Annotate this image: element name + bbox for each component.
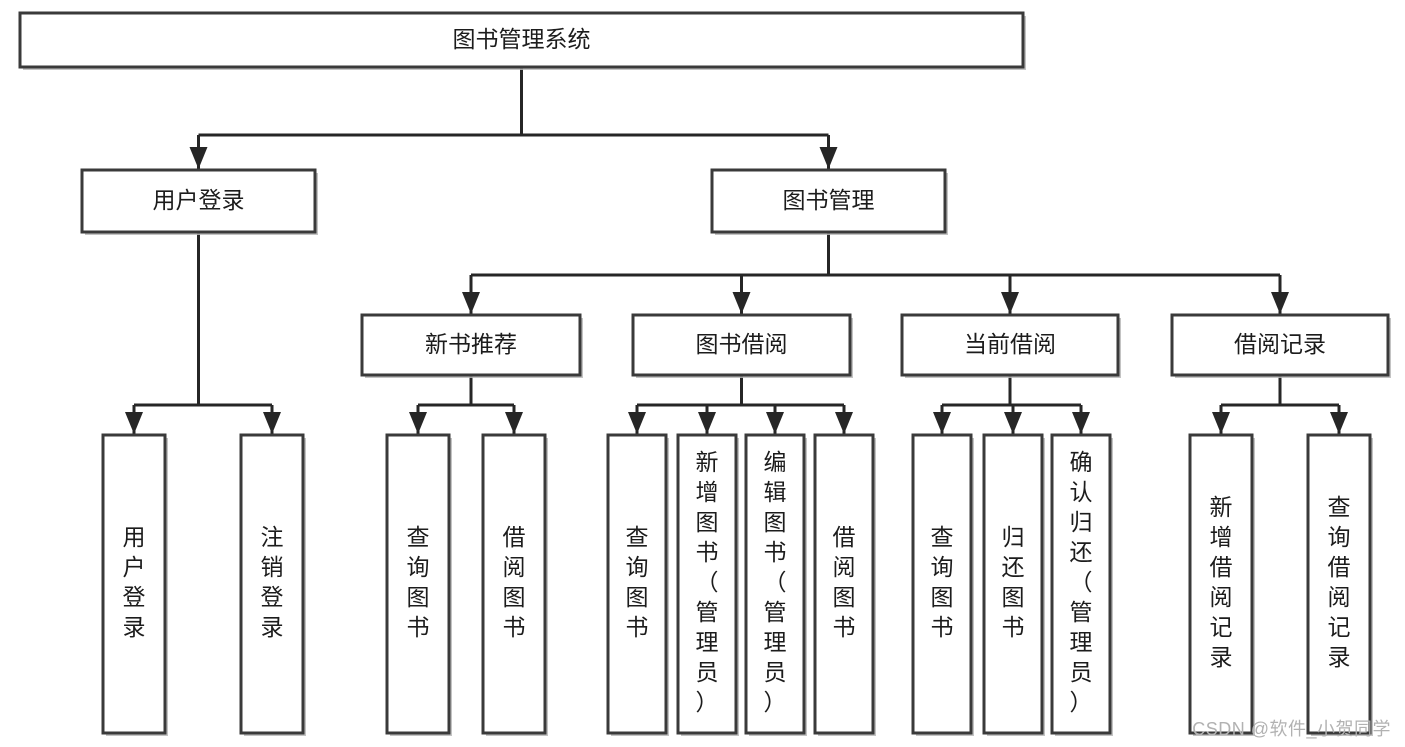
arrow-head-icon-leaf-user-login [125, 412, 143, 434]
node-label: 借阅图书 [503, 524, 526, 640]
arrow-head-icon-leaf-query-book-rec [409, 412, 427, 434]
node-leaf-borrow-book-rec[interactable]: 借阅图书 [481, 433, 548, 736]
node-label: 新增借阅记录 [1210, 494, 1233, 670]
arrow-head-icon-book-manage [819, 147, 838, 169]
arrow-head-icon-leaf-return-book [1004, 412, 1022, 434]
arrow-head-icon-leaf-query-book-cur [933, 412, 951, 434]
node-new-book-rec[interactable]: 新书推荐 [360, 313, 583, 378]
node-leaf-return-book[interactable]: 归还图书 [982, 433, 1045, 736]
node-label: 归还图书 [1002, 524, 1025, 640]
node-leaf-query-book-borrow[interactable]: 查询图书 [606, 433, 669, 736]
node-label: 查询图书 [931, 524, 954, 640]
node-label: 借阅图书 [833, 524, 856, 640]
node-leaf-edit-book[interactable]: 编辑图书（管理员） [744, 433, 807, 736]
node-leaf-query-record[interactable]: 查询借阅记录 [1306, 433, 1373, 736]
arrow-head-icon-leaf-add-record [1212, 412, 1230, 434]
node-leaf-query-book-cur[interactable]: 查询图书 [911, 433, 974, 736]
arrow-head-icon-leaf-edit-book [766, 412, 784, 434]
node-label: 查询图书 [626, 524, 649, 640]
node-label: 确认归还（管理员） [1070, 449, 1093, 715]
watermark-label: CSDN @软件_小贺同学 [1192, 719, 1391, 739]
node-label: 图书管理 [783, 187, 875, 213]
node-leaf-confirm-return[interactable]: 确认归还（管理员） [1050, 433, 1113, 736]
arrow-head-icon-leaf-borrow-book-rec [505, 412, 523, 434]
node-root[interactable]: 图书管理系统 [18, 11, 1026, 70]
node-user-login[interactable]: 用户登录 [80, 168, 318, 235]
arrow-head-icon-current-borrow [1001, 292, 1019, 314]
node-leaf-user-logout[interactable]: 注销登录 [239, 433, 306, 736]
node-current-borrow[interactable]: 当前借阅 [900, 313, 1121, 378]
node-label: 用户登录 [123, 524, 146, 640]
node-label: 新书推荐 [425, 331, 517, 357]
node-label: 图书管理系统 [453, 26, 591, 52]
node-label: 注销登录 [261, 524, 284, 640]
node-leaf-query-book-rec[interactable]: 查询图书 [385, 433, 452, 736]
node-book-borrow[interactable]: 图书借阅 [631, 313, 853, 378]
arrow-head-icon-user-login [189, 147, 208, 169]
node-leaf-user-login[interactable]: 用户登录 [101, 433, 168, 736]
arrow-head-icon-leaf-add-book [698, 412, 716, 434]
node-leaf-borrow-book[interactable]: 借阅图书 [813, 433, 876, 736]
node-leaf-add-book[interactable]: 新增图书（管理员） [676, 433, 739, 736]
arrow-head-icon-leaf-query-record [1330, 412, 1348, 434]
node-label: 借阅记录 [1234, 331, 1326, 357]
arrow-head-icon-leaf-user-logout [263, 412, 281, 434]
arrow-head-icon-leaf-borrow-book [835, 412, 853, 434]
node-label: 当前借阅 [964, 331, 1056, 357]
node-label: 新增图书（管理员） [696, 449, 719, 715]
nodes-layer: 图书管理系统用户登录图书管理新书推荐图书借阅当前借阅借阅记录用户登录注销登录查询… [18, 11, 1391, 736]
connectors-layer [125, 67, 1348, 434]
node-label: 查询图书 [407, 524, 430, 640]
node-label: 图书借阅 [696, 331, 788, 357]
arrow-head-icon-leaf-query-book-borrow [628, 412, 646, 434]
arrow-head-icon-borrow-record [1271, 292, 1289, 314]
node-borrow-record[interactable]: 借阅记录 [1170, 313, 1391, 378]
node-leaf-add-record[interactable]: 新增借阅记录 [1188, 433, 1255, 736]
arrow-head-icon-leaf-confirm-return [1072, 412, 1090, 434]
node-label: 用户登录 [153, 187, 245, 213]
arrow-head-icon-new-book-rec [462, 292, 480, 314]
node-book-manage[interactable]: 图书管理 [710, 168, 948, 235]
node-label: 查询借阅记录 [1328, 494, 1351, 670]
arrow-head-icon-book-borrow [732, 292, 751, 314]
node-label: 编辑图书（管理员） [764, 449, 787, 715]
